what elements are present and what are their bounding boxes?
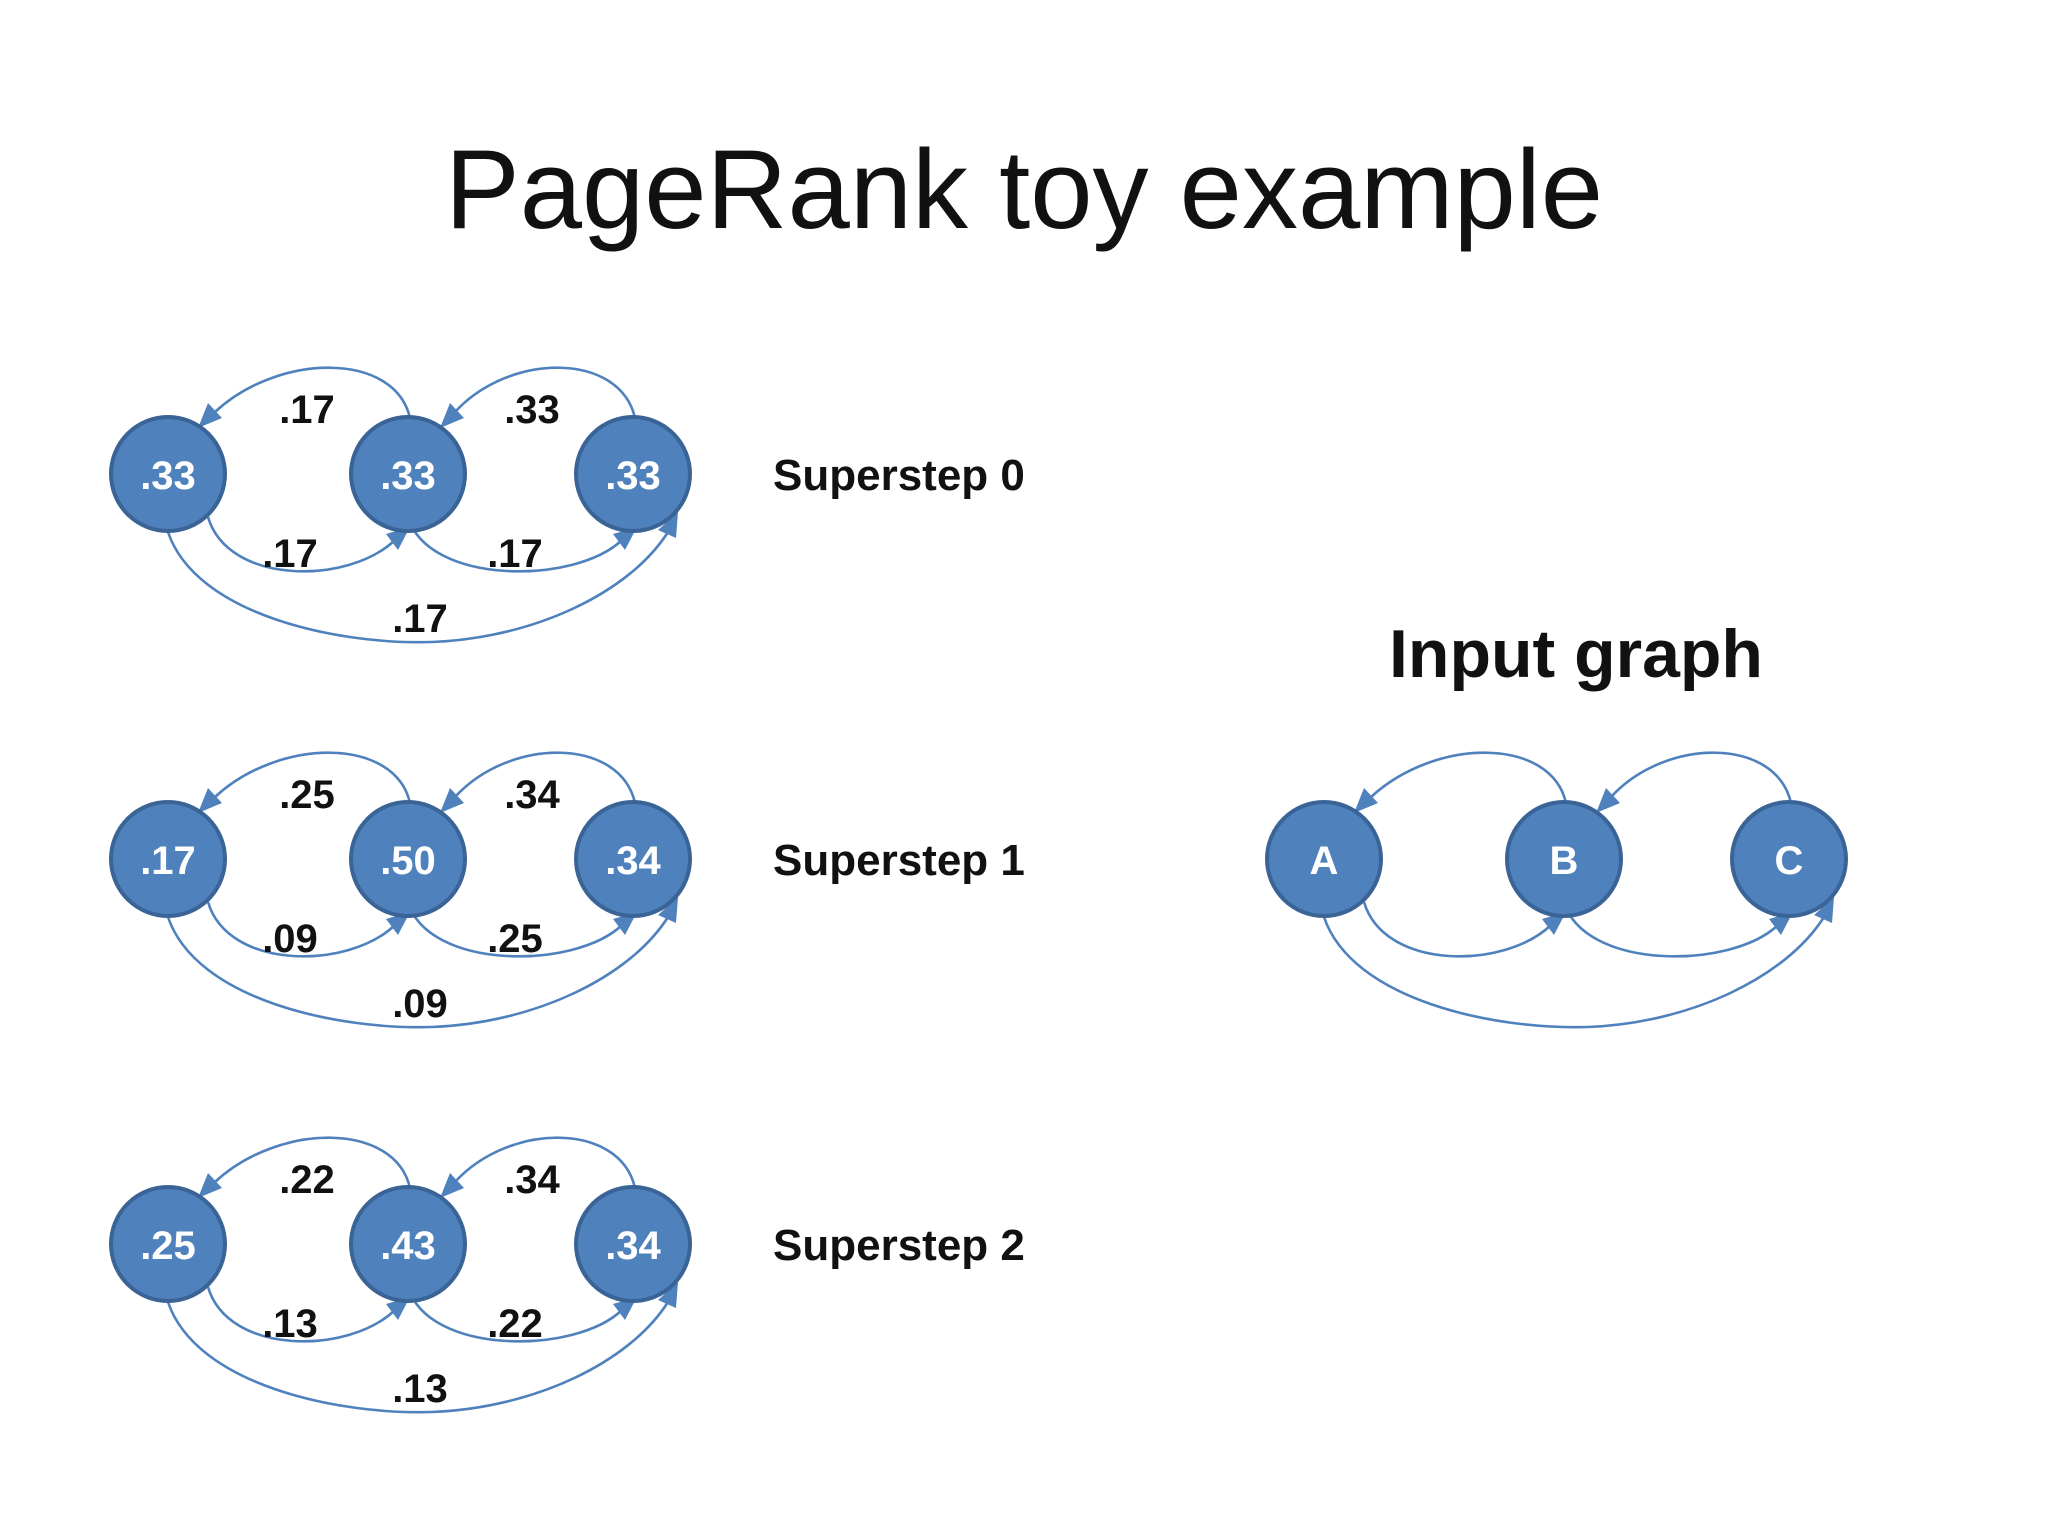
edge-label-a-to-c: .09 [392,982,448,1026]
slide-title: PageRank toy example [445,127,1603,252]
edge-a-to-b [206,516,396,573]
edge-a-to-b [206,901,396,958]
superstep-label: Superstep 0 [773,451,1025,500]
arrow-head [658,512,678,538]
edge-label-b-to-a: .25 [279,773,335,817]
edge-b-to-a [214,751,412,804]
edge-b-to-c [406,1286,623,1343]
edge-a-to-c [1322,916,1826,1029]
arrow-head [1354,788,1378,813]
node-b-value: .43 [380,1224,436,1268]
superstep-label: Superstep 1 [773,836,1025,885]
edge-label-c-to-b: .33 [504,388,560,432]
edge-label-a-to-b: .13 [262,1302,318,1346]
arrow-head [1814,897,1834,923]
node-c: .34 [574,800,692,918]
node-c-label: C [1775,839,1804,883]
edge-label-b-to-c: .25 [487,917,543,961]
node-b: .43 [349,1185,467,1303]
node-a-label: A [1310,839,1339,883]
edge-label-b-to-a: .17 [279,388,335,432]
node-a-value: .25 [140,1224,196,1268]
arrow-head [198,788,222,813]
edge-label-a-to-b: .17 [262,532,318,576]
node-b: .50 [349,800,467,918]
node-b-label: B [1550,839,1579,883]
superstep-0: .17 .33 .17 .17 .17 .33 .33 .33 Superste… [109,366,1025,644]
edge-b-to-c [1562,901,1779,958]
edge-b-to-a [1370,751,1568,804]
node-a: .33 [109,415,227,533]
edge-label-b-to-a: .22 [279,1158,335,1202]
edge-label-b-to-c: .17 [487,532,543,576]
arrow-head [1596,788,1620,813]
edge-label-a-to-c: .17 [392,597,448,641]
edge-b-to-c [406,516,623,573]
node-b: .33 [349,415,467,533]
arrow-head [198,403,222,428]
input-graph: A B C [1265,751,1848,1029]
arrow-head [440,788,464,813]
superstep-1: .25 .34 .09 .25 .09 .17 .50 .34 Superste… [109,751,1025,1029]
arrow-head [658,1282,678,1308]
node-a-value: .33 [140,454,196,498]
node-c: C [1730,800,1848,918]
edge-b-to-a [214,1136,412,1189]
input-graph-title: Input graph [1389,616,1763,692]
edge-label-c-to-b: .34 [504,773,560,817]
node-b-value: .50 [380,839,436,883]
edge-c-to-b [1610,751,1793,804]
superstep-label: Superstep 2 [773,1221,1025,1270]
node-a: A [1265,800,1383,918]
arrow-head [658,897,678,923]
superstep-2: .22 .34 .13 .22 .13 .25 .43 .34 Superste… [109,1136,1025,1414]
edge-c-to-b [454,751,637,804]
edge-b-to-c [406,901,623,958]
node-b-value: .33 [380,454,436,498]
arrow-head [440,403,464,428]
arrow-head [198,1173,222,1198]
edge-label-a-to-b: .09 [262,917,318,961]
edge-a-to-b [206,1286,396,1343]
node-b: B [1505,800,1623,918]
node-c: .33 [574,415,692,533]
node-c-value: .34 [605,839,661,883]
node-c-value: .33 [605,454,661,498]
node-a: .17 [109,800,227,918]
arrow-head [440,1173,464,1198]
edge-a-to-c [166,531,670,644]
node-a: .25 [109,1185,227,1303]
edge-c-to-b [454,1136,637,1189]
edge-a-to-c [166,1301,670,1414]
node-a-value: .17 [140,839,196,883]
edge-label-b-to-c: .22 [487,1302,543,1346]
edge-a-to-b [1362,901,1552,958]
edge-b-to-a [214,366,412,419]
node-c-value: .34 [605,1224,661,1268]
edge-a-to-c [166,916,670,1029]
edge-label-a-to-c: .13 [392,1367,448,1411]
edge-label-c-to-b: .34 [504,1158,560,1202]
edge-c-to-b [454,366,637,419]
node-c: .34 [574,1185,692,1303]
